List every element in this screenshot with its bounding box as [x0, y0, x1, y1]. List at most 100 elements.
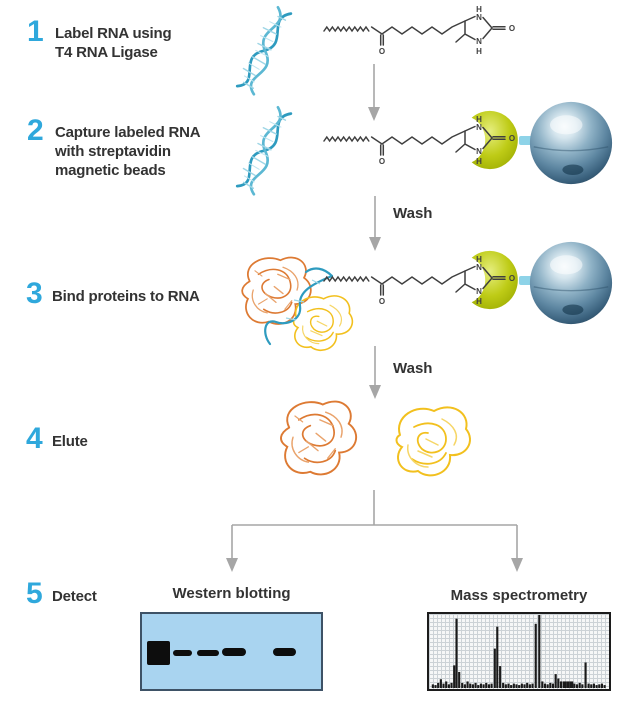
western-blot-title: Western blotting — [172, 585, 291, 602]
wash-label-1: Wash — [393, 205, 433, 222]
ms-peak — [479, 683, 482, 688]
step-1-number: 1 — [27, 15, 44, 48]
branch-connector — [226, 490, 523, 572]
ms-peak — [469, 683, 472, 688]
ms-peak — [528, 684, 531, 688]
ms-peak — [575, 684, 579, 688]
ms-peak — [581, 684, 584, 688]
wash-label-2: Wash — [393, 360, 433, 377]
western-blot-panel — [140, 612, 323, 691]
ms-peak — [569, 681, 574, 688]
rna-helix-step2 — [224, 95, 324, 211]
wash-arrow-icon-1 — [369, 196, 381, 251]
step-2-line-1: Capture labeled RNA — [55, 124, 201, 141]
ms-peak — [487, 684, 490, 688]
eluted-protein-orange — [270, 391, 366, 492]
ms-peak — [504, 684, 507, 688]
ms-peak — [554, 674, 557, 688]
ms-peak — [526, 682, 529, 688]
step-4-label: Elute — [52, 432, 88, 451]
step-2-number: 2 — [27, 114, 44, 147]
ms-peak — [600, 683, 604, 688]
ms-peak — [557, 678, 560, 688]
wb-band — [173, 650, 192, 656]
step-3-label: Bind proteins to RNA — [52, 287, 200, 306]
wb-band — [273, 648, 296, 656]
rna-helix-step1 — [224, 0, 324, 111]
step-2-line-2: with streptavidin — [55, 143, 171, 160]
ms-peak — [531, 683, 534, 688]
ms-peak — [490, 683, 493, 688]
ms-peak — [538, 615, 541, 688]
ms-peak — [595, 685, 598, 688]
ms-peak — [546, 684, 549, 688]
mass-spec-title: Mass spectrometry — [450, 587, 588, 604]
wb-band — [147, 641, 170, 665]
step-2-line-3: magnetic beads — [55, 162, 166, 179]
ms-peak — [502, 682, 505, 688]
ms-peak — [471, 684, 474, 688]
eluted-protein-yellow — [382, 395, 482, 490]
ms-peak — [520, 683, 523, 688]
ms-peak — [482, 684, 485, 688]
step-1-line-1: Label RNA using — [55, 25, 172, 42]
step-2-label: Capture labeled RNA with streptavidin ma… — [55, 123, 201, 180]
biotin-structure-step2 — [322, 114, 527, 166]
down-arrow-icon — [368, 64, 380, 121]
ms-peak — [493, 648, 496, 688]
ms-peak — [453, 665, 456, 688]
step-3-number: 3 — [26, 277, 43, 310]
ms-peak — [559, 681, 563, 688]
ms-peak — [590, 684, 593, 688]
ms-peak — [541, 681, 544, 688]
step-5-line-1: Detect — [52, 588, 97, 605]
ms-peak — [566, 681, 570, 688]
mass-spec-panel — [427, 612, 611, 691]
ms-peak — [477, 685, 480, 688]
step-4-number: 4 — [26, 422, 43, 455]
mass-spec-peaks — [431, 615, 606, 688]
ms-peak — [447, 684, 450, 688]
ms-peak — [534, 623, 537, 688]
ms-peak — [515, 684, 518, 688]
ms-peak — [499, 666, 502, 688]
step-1-line-2: T4 RNA Ligase — [55, 44, 158, 61]
ms-peak — [461, 682, 464, 688]
linker-step2 — [519, 136, 533, 145]
biotin-structure-step1 — [322, 4, 527, 56]
ms-peak — [573, 683, 576, 688]
step-1-label: Label RNA using T4 RNA Ligase — [55, 24, 172, 62]
linker-step3 — [519, 276, 533, 285]
ms-peak — [592, 683, 596, 688]
ms-peak — [466, 681, 469, 688]
ms-peak — [543, 683, 547, 688]
ms-peak — [439, 679, 442, 688]
ms-peak — [496, 626, 499, 688]
ms-peak — [510, 685, 513, 688]
ms-peak — [578, 682, 581, 688]
ms-peak — [598, 684, 601, 688]
ms-peak — [523, 684, 526, 688]
ms-peak — [584, 662, 587, 688]
magnetic-bead-step3 — [528, 240, 614, 326]
ms-peak — [474, 682, 477, 688]
ms-peak — [603, 685, 606, 688]
biotin-structure-step3 — [322, 254, 527, 306]
step-4-line-1: Elute — [52, 433, 88, 450]
ms-peak — [518, 685, 521, 688]
wash-arrow-icon-2 — [369, 346, 381, 399]
ms-peak — [434, 685, 437, 688]
magnetic-bead-step2 — [528, 100, 614, 186]
wb-band — [197, 650, 219, 656]
protein-rna-complex-step3 — [241, 256, 354, 352]
ms-peak — [485, 682, 488, 688]
step-5-label: Detect — [52, 587, 97, 606]
ms-peak — [587, 683, 590, 688]
ms-peak — [463, 684, 466, 688]
ms-peak — [455, 618, 458, 688]
ms-peak — [450, 682, 453, 688]
ms-peak — [442, 683, 445, 688]
ms-peak — [551, 683, 555, 688]
ms-peak — [445, 681, 448, 688]
